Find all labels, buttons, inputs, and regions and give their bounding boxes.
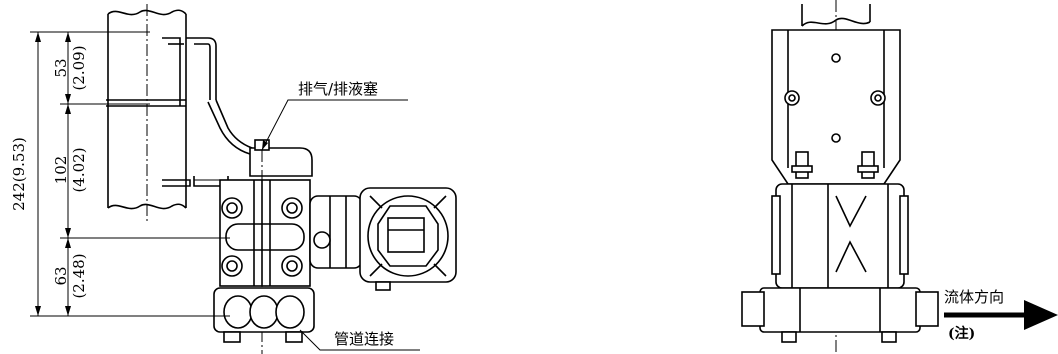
- flow-direction-arrow: [944, 300, 1058, 330]
- dim-mid-mm: 102: [52, 156, 70, 185]
- left-view: 242(9.53) 53 (2.09) 102 (4.02) 63 (2.48)…: [10, 4, 457, 354]
- dimension-lines: [30, 31, 230, 317]
- mounting-pipe: [107, 4, 187, 222]
- dim-mid-in: (4.02): [70, 147, 88, 192]
- flow-direction-label: 流体方向: [944, 288, 1004, 306]
- dim-top-mm: 53: [52, 58, 70, 77]
- transmitter-body-side: [771, 183, 909, 289]
- process-flanges: [741, 287, 939, 343]
- pipe-connection-label: 管道连接: [334, 330, 394, 348]
- vent-drain-plug-label: 排气/排液塞: [298, 80, 378, 98]
- u-bolts: [106, 37, 191, 187]
- mounting-bracket: [186, 37, 313, 187]
- flow-note-label: (注): [948, 325, 975, 342]
- dim-bot-in: (2.48): [70, 253, 88, 298]
- right-view: 流体方向 (注): [741, 0, 1058, 354]
- bracket-plate: [771, 29, 901, 185]
- dim-total: 242(9.53): [10, 137, 28, 211]
- amplifier-housing: [309, 187, 457, 291]
- transmitter-body: [213, 150, 315, 354]
- dim-bot-mm: 63: [52, 266, 70, 285]
- dim-top-in: (2.09): [70, 45, 88, 90]
- callout-lines: [261, 99, 420, 351]
